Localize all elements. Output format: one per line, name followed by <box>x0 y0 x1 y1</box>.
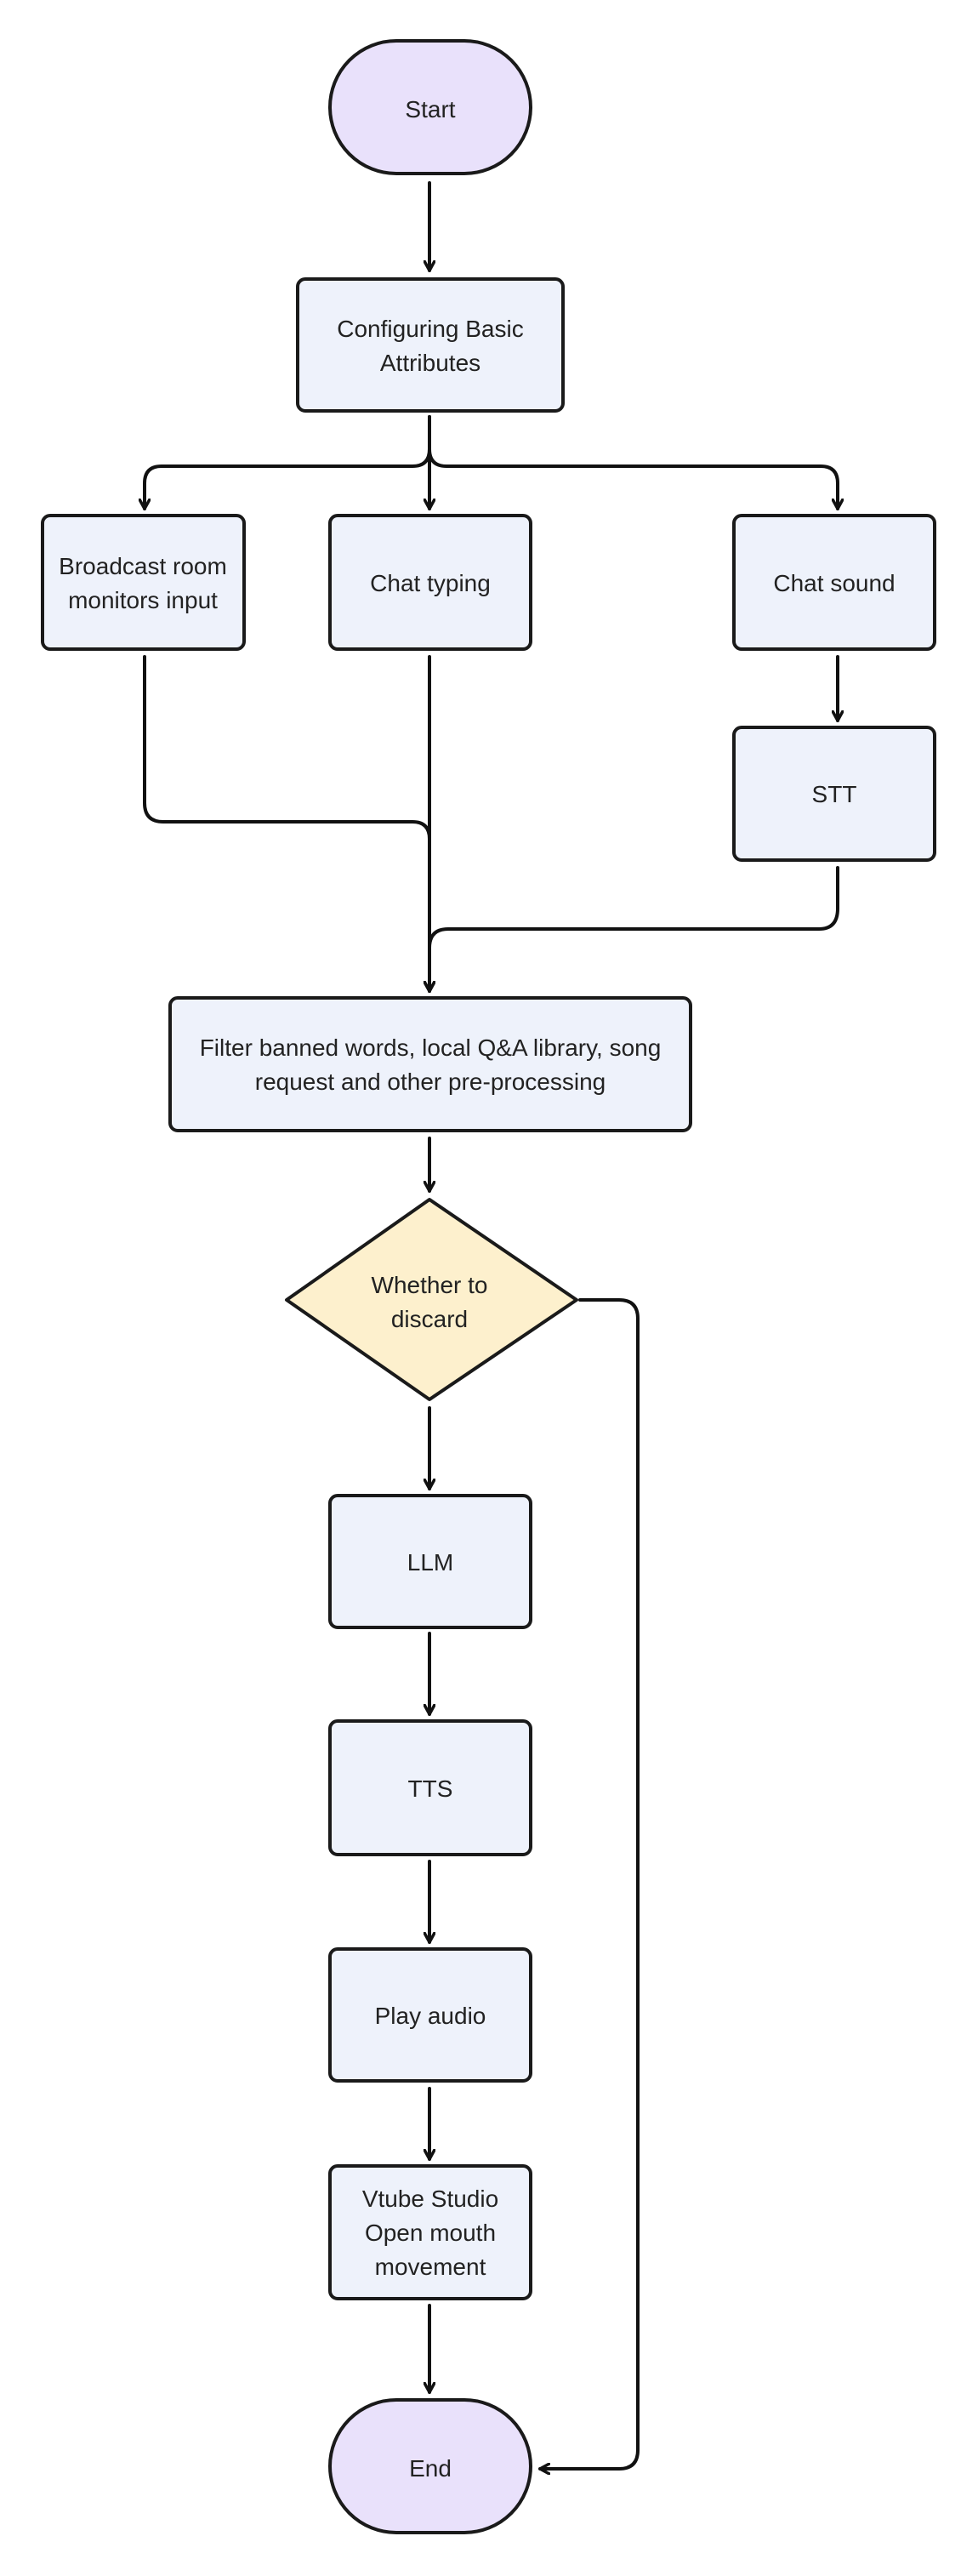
node-label-line: Attributes <box>380 350 480 376</box>
node-label-line: Open mouth <box>365 2220 496 2246</box>
edge-configure-to-chat-sound <box>428 415 838 510</box>
tts-label: TTS <box>408 1775 453 1802</box>
node-label-line: discard <box>391 1306 468 1332</box>
filter-preprocessing-node: Filter banned words, local Q&A library, … <box>168 996 692 1132</box>
node-label-line: Broadcast room <box>59 553 227 579</box>
node-label-line: Configuring Basic <box>337 316 523 342</box>
chat-sound-node: Chat sound <box>732 514 936 651</box>
chat-typing-label: Chat typing <box>370 570 491 596</box>
edge-discard-to-end <box>538 1298 640 2469</box>
end-node: End <box>328 2398 532 2534</box>
edge-configure-to-broadcast <box>145 415 431 510</box>
node-label-line: STT <box>812 781 857 807</box>
play-audio-label: Play audio <box>375 2003 486 2029</box>
edge-stt-to-filter <box>429 866 839 993</box>
play-audio-node: Play audio <box>328 1947 532 2083</box>
connectors <box>143 181 839 2469</box>
node-label-line: End <box>409 2455 452 2482</box>
llm-node: LLM <box>328 1494 532 1629</box>
node-label-line: Chat sound <box>773 570 895 596</box>
llm-label: LLM <box>407 1549 453 1576</box>
filter-preprocessing-label: Filter banned words, local Q&A library, … <box>200 1034 662 1095</box>
broadcast-room-node: Broadcast room monitors input <box>41 514 246 651</box>
broadcast-room-label: Broadcast room monitors input <box>59 553 227 613</box>
node-label-line: monitors input <box>68 587 218 613</box>
node-label-line: Start <box>405 96 455 123</box>
node-label-line: Play audio <box>375 2003 486 2029</box>
node-label-line: Chat typing <box>370 570 491 596</box>
stt-label: STT <box>812 781 857 807</box>
stt-node: STT <box>732 726 936 862</box>
node-label-line: LLM <box>407 1549 453 1576</box>
discard-decision-node: Whether to discard <box>285 1198 578 1401</box>
tts-node: TTS <box>328 1719 532 1856</box>
node-label-line: Whether to <box>372 1272 488 1298</box>
start-label: Start <box>405 96 455 123</box>
node-label-line: request and other pre-processing <box>255 1069 606 1095</box>
end-label: End <box>409 2455 452 2482</box>
node-label-line: movement <box>375 2254 486 2280</box>
chat-sound-label: Chat sound <box>773 570 895 596</box>
node-label-line: Filter banned words, local Q&A library, … <box>200 1034 662 1061</box>
chat-typing-node: Chat typing <box>328 514 532 651</box>
edge-broadcast-to-filter <box>143 655 429 993</box>
start-node: Start <box>328 39 532 175</box>
node-label-line: TTS <box>408 1775 453 1802</box>
node-label-line: Vtube Studio <box>362 2186 498 2212</box>
discard-decision-label: Whether to discard <box>372 1272 488 1332</box>
